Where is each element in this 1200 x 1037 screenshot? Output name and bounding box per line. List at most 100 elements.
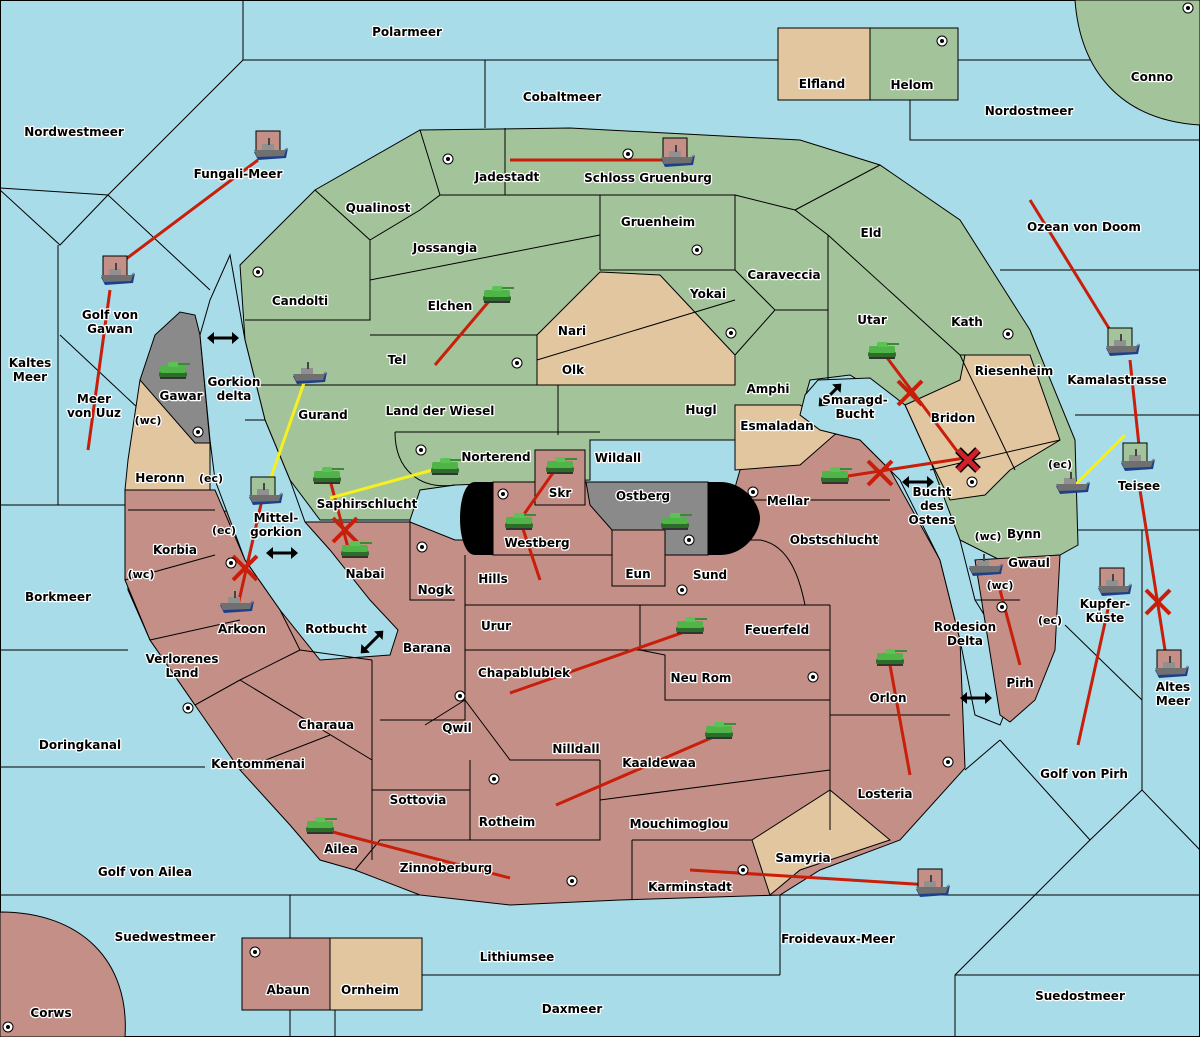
sea-label: Nordwestmeer: [24, 125, 124, 139]
province-label: Norterend: [461, 450, 530, 464]
sea-label: Golf von Pirh: [1040, 767, 1128, 781]
province-label: Bynn: [1007, 527, 1041, 541]
province-label: Saphirschlucht: [317, 497, 418, 511]
province-label: Nari: [558, 324, 586, 338]
province-label: Nogk: [418, 583, 454, 597]
province-heronn[interactable]: [124, 379, 211, 491]
province-label: Kentommenai: [211, 757, 305, 771]
province-label: Bridon: [931, 411, 976, 425]
province-label: Qualinost: [346, 201, 411, 215]
province-label: Rotheim: [479, 815, 536, 829]
province-korbia-arkoon[interactable]: [124, 489, 301, 706]
province-label: Wildall: [595, 451, 641, 465]
province-label: Pirh: [1006, 676, 1033, 690]
province-label: Kath: [951, 315, 983, 329]
province-label: Hugl: [685, 403, 716, 417]
sea-label: Doringkanal: [39, 738, 121, 752]
red-territory: [124, 429, 966, 906]
province-label: Heronn: [135, 471, 184, 485]
province-label: Gurand: [298, 408, 348, 422]
province-label: Obstschlucht: [790, 533, 879, 547]
province-label: Ailea: [324, 842, 358, 856]
sea-label: Daxmeer: [542, 1002, 603, 1016]
sea-label: Golf von Ailea: [98, 865, 192, 879]
province-label: Eld: [861, 226, 882, 240]
province-label: Amphi: [746, 382, 789, 396]
province-label: Elchen: [428, 299, 473, 313]
province-label: Candolti: [272, 294, 328, 308]
province-label: Skr: [549, 486, 572, 500]
province-label: Karminstadt: [648, 880, 732, 894]
province-label: Barana: [403, 641, 451, 655]
sea-label: Ozean von Doom: [1027, 220, 1141, 234]
coast-tag-label: (ec): [199, 472, 223, 485]
sea-label: Rotbucht: [305, 622, 367, 636]
province-label: Land der Wiesel: [386, 404, 495, 418]
province-label: Schloss Gruenburg: [584, 171, 712, 185]
province-label: Neu Rom: [671, 671, 732, 685]
province-label: Korbia: [153, 543, 197, 557]
province-eun[interactable]: [611, 529, 666, 587]
province-label: Esmaladan: [740, 419, 813, 433]
province-label: Kaaldewaa: [622, 756, 696, 770]
province-label: Jossangia: [412, 241, 477, 255]
province-label: Olk: [562, 363, 585, 377]
province-label: Mouchimoglou: [630, 817, 729, 831]
province-label: Mellar: [767, 494, 809, 508]
coast-tag-label: (ec): [212, 524, 236, 537]
sea-label: Kupfer-Küste: [1080, 597, 1130, 625]
province-label: Utar: [857, 313, 887, 327]
province-label: Charaua: [298, 718, 354, 732]
province-samyria[interactable]: [751, 789, 892, 896]
province-conno[interactable]: [1074, 0, 1200, 126]
coast-tag-label: (wc): [128, 568, 155, 581]
map-labels: PolarmeerCobaltmeerNordwestmeerFungali-M…: [7, 24, 1191, 1022]
province-borders: [124, 128, 1061, 900]
sea-label: Smaragd-Bucht: [822, 393, 887, 421]
sea-label: Nordostmeer: [985, 104, 1074, 118]
province-label: Ostberg: [616, 489, 670, 503]
sea-label: Suedostmeer: [1035, 989, 1125, 1003]
order-lines: [86, 158, 1167, 887]
province-label: Hills: [478, 572, 508, 586]
province-label: Orlon: [869, 691, 906, 705]
province-label: Zinnoberburg: [400, 861, 492, 875]
province-corws[interactable]: [0, 911, 126, 1037]
province-label: Gruenheim: [621, 215, 695, 229]
province-label: Corws: [30, 1006, 71, 1020]
province-label: Nabai: [346, 567, 385, 581]
province-ornheim[interactable]: [329, 937, 423, 1011]
province-label: Nilldall: [552, 742, 599, 756]
province-label: Qwil: [442, 721, 472, 735]
province-label: Arkoon: [218, 622, 266, 636]
coast-tag-label: (ec): [1038, 614, 1062, 627]
sea-label: Polarmeer: [372, 25, 442, 39]
province-elfland[interactable]: [777, 27, 871, 101]
province-label: Losteria: [857, 787, 912, 801]
province-label: Sottovia: [390, 793, 447, 807]
sea-label: Froidevaux-Meer: [781, 932, 895, 946]
province-label: Yokai: [689, 287, 726, 301]
province-label: Abaun: [266, 983, 309, 997]
red-x-icon: [955, 447, 981, 473]
sea-label: Kamalastrasse: [1067, 373, 1167, 387]
province-label: Riesenheim: [975, 364, 1054, 378]
province-label: Samyria: [775, 851, 830, 865]
province-label: Feuerfeld: [745, 623, 810, 637]
coast-tag-label: (wc): [975, 530, 1002, 543]
province-label: Ornheim: [341, 983, 399, 997]
province-label: Caraveccia: [747, 268, 820, 282]
province-label: Helom: [890, 78, 933, 92]
province-label: Jadestadt: [474, 170, 540, 184]
province-gwaul-pirh[interactable]: [974, 554, 1061, 723]
sea-label: Borkmeer: [25, 590, 91, 604]
sea-label: Lithiumsee: [480, 950, 555, 964]
province-riesenheim-bridon[interactable]: [904, 354, 1061, 501]
